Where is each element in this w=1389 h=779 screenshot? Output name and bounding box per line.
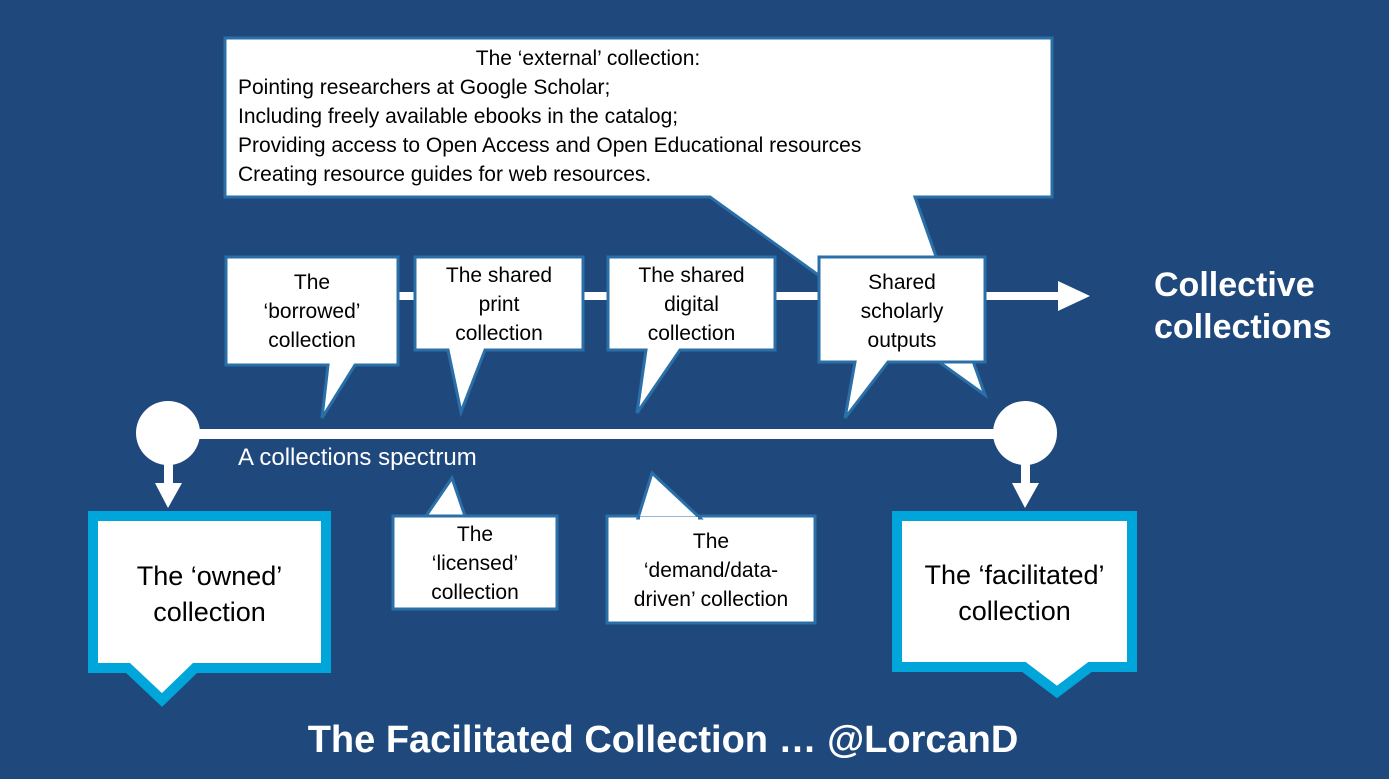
shared-print-label: The shared print collection	[415, 259, 583, 349]
shared-print-line-2: print	[478, 292, 520, 316]
owned-line-1: The ‘owned’	[136, 560, 283, 591]
owned-line-2: collection	[153, 596, 266, 627]
scholarly-line-2: scholarly	[860, 299, 944, 323]
spectrum-left-node	[136, 401, 200, 465]
licensed-line-2: ‘licensed’	[431, 551, 519, 575]
borrowed-line-2: ‘borrowed’	[263, 299, 361, 323]
facilitated-line-1: The ‘facilitated’	[924, 559, 1105, 590]
facilitated-callout	[892, 511, 1137, 699]
external-line-2: Including freely available ebooks in the…	[238, 105, 679, 128]
demand-line-1: The	[692, 529, 730, 553]
scholarly-outputs-label: Shared scholarly outputs	[819, 266, 985, 356]
demand-line-3: driven’ collection	[633, 587, 789, 611]
borrowed-line-1: The	[293, 270, 331, 294]
shared-digital-line-3: collection	[647, 321, 736, 345]
external-line-1: Pointing researchers at Google Scholar;	[238, 76, 611, 99]
shared-digital-label: The shared digital collection	[608, 259, 775, 349]
top-arrow-head	[1058, 281, 1090, 311]
facilitated-line-2: collection	[958, 595, 1071, 626]
shared-print-line-3: collection	[455, 321, 543, 345]
footer-title: The Facilitated Collection … @LorcanD	[307, 719, 1019, 761]
licensed-collection-label: The ‘licensed’ collection	[393, 518, 557, 608]
shared-digital-line-1: The shared	[638, 263, 745, 287]
spectrum-right-node	[993, 401, 1057, 465]
demand-collection-label: The ‘demand/data- driven’ collection	[607, 525, 815, 615]
licensed-line-3: collection	[431, 580, 519, 604]
scholarly-line-1: Shared	[868, 270, 936, 294]
facilitated-collection-label: The ‘facilitated’ collection	[897, 520, 1132, 665]
external-line-3: Providing access to Open Access and Open…	[238, 134, 862, 157]
shared-digital-callout	[606, 255, 777, 414]
external-collection-title: The ‘external’ collection:	[475, 47, 701, 70]
shared-print-line-1: The shared	[445, 263, 553, 287]
owned-callout	[88, 511, 331, 707]
licensed-callout	[391, 474, 559, 611]
collective-collections-label: Collective collections	[1154, 264, 1332, 348]
collective-line-1: Collective	[1154, 266, 1315, 304]
licensed-line-1: The	[456, 522, 494, 546]
demand-line-2: ‘demand/data-	[643, 558, 779, 582]
right-down-arrow	[1012, 462, 1039, 508]
shared-print-callout	[413, 255, 585, 418]
collective-line-2: collections	[1154, 308, 1332, 346]
scholarly-outputs-callout	[817, 255, 987, 419]
borrowed-line-3: collection	[268, 328, 356, 352]
external-collection-text: The ‘external’ collection: Pointing rese…	[238, 44, 1038, 189]
shared-digital-line-2: digital	[664, 292, 719, 316]
spectrum-label: A collections spectrum	[238, 444, 477, 471]
demand-callout	[605, 514, 817, 625]
owned-collection-label: The ‘owned’ collection	[93, 521, 326, 666]
scholarly-line-3: outputs	[867, 328, 937, 352]
left-down-arrow	[155, 462, 182, 508]
borrowed-callout	[224, 255, 400, 419]
demand-callout-pointer	[635, 470, 704, 520]
external-line-4: Creating resource guides for web resourc…	[238, 163, 652, 186]
borrowed-collection-label: The ‘borrowed’ collection	[226, 266, 398, 356]
